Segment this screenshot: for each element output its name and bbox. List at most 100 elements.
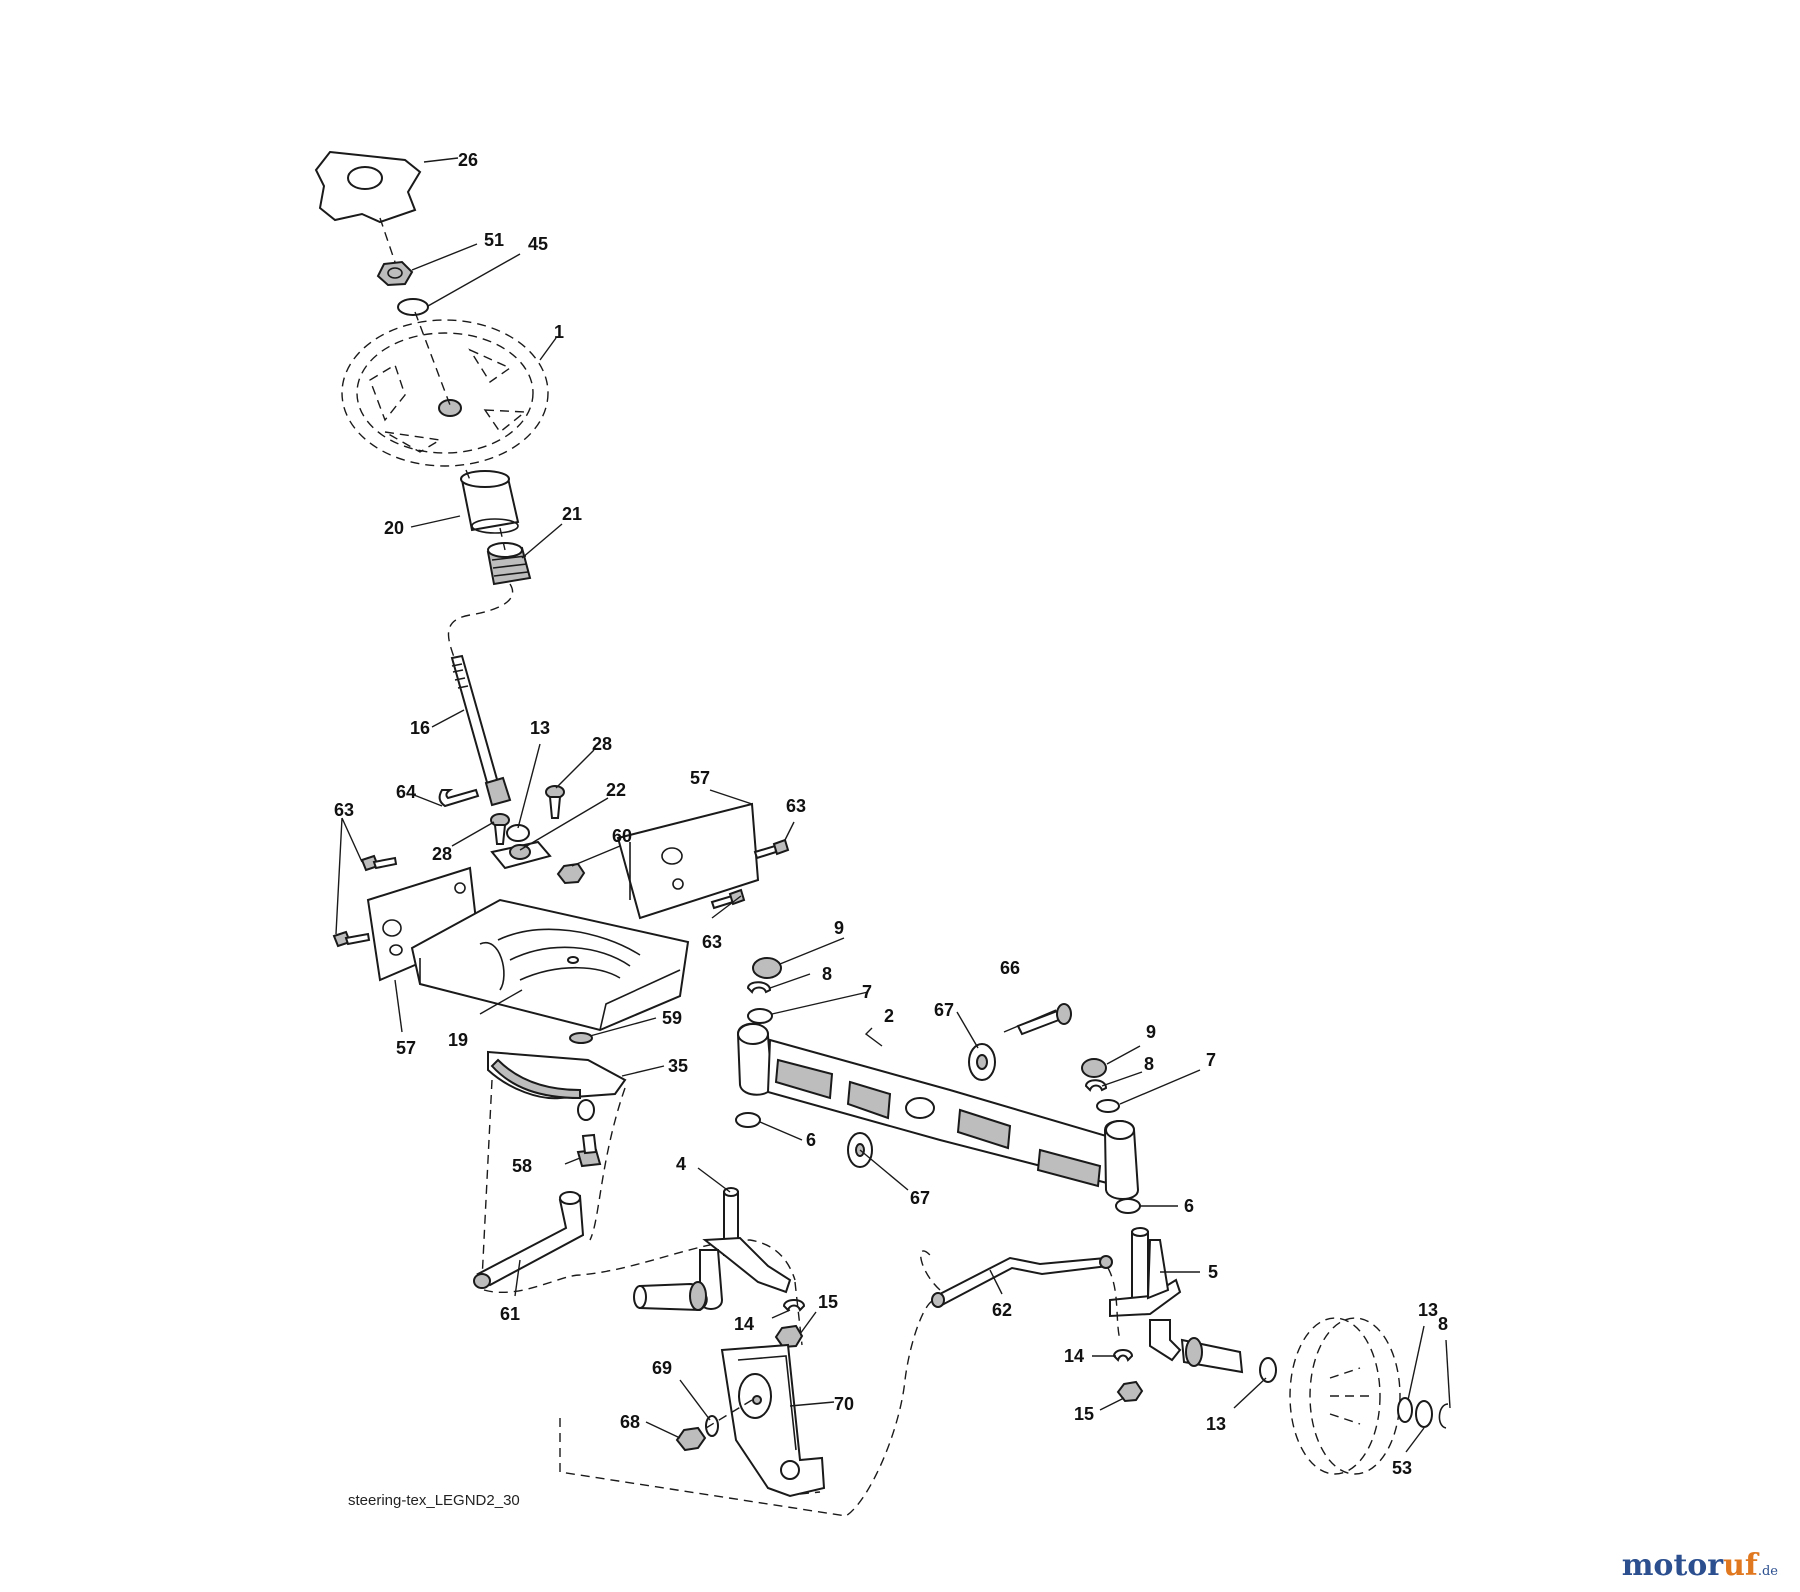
callout-16: 16 bbox=[410, 718, 430, 738]
part-cap-9-left bbox=[752, 957, 782, 979]
part-bolt-58 bbox=[576, 1133, 602, 1168]
callout-15-right: 15 bbox=[1074, 1404, 1094, 1424]
logo-text-uf: uf bbox=[1723, 1548, 1758, 1583]
part-cotter-pin bbox=[438, 788, 480, 808]
part-washer bbox=[397, 298, 429, 316]
part-pivot-bolt bbox=[1016, 1003, 1072, 1036]
part-front-wheel bbox=[1289, 1317, 1401, 1475]
part-bolts-63-left bbox=[332, 854, 398, 948]
callout-14-left: 14 bbox=[734, 1314, 754, 1334]
callout-60: 60 bbox=[612, 826, 632, 846]
part-spindle-left bbox=[633, 1187, 792, 1312]
part-washer-7-right bbox=[1096, 1099, 1120, 1113]
callout-6-left: 6 bbox=[806, 1130, 816, 1150]
callout-13-upper: 13 bbox=[530, 718, 550, 738]
part-cap-9-right bbox=[1081, 1058, 1107, 1078]
part-steering-shaft bbox=[450, 654, 512, 807]
part-bolts-63-right bbox=[710, 838, 790, 910]
callout-13-axle: 13 bbox=[1206, 1414, 1226, 1434]
part-boot bbox=[460, 470, 520, 534]
diagram-caption: steering-tex_LEGND2_30 bbox=[348, 1492, 520, 1509]
part-spacer-67-upper bbox=[968, 1043, 996, 1081]
part-washer-13-hub bbox=[1397, 1397, 1413, 1423]
callout-5: 5 bbox=[1208, 1262, 1218, 1282]
logo-text-motor: motor bbox=[1621, 1548, 1724, 1583]
part-steering-wheel bbox=[341, 319, 549, 467]
callout-68: 68 bbox=[620, 1412, 640, 1432]
callout-67-lower: 67 bbox=[910, 1188, 930, 1208]
callout-14-right: 14 bbox=[1064, 1346, 1084, 1366]
callout-53: 53 bbox=[1392, 1458, 1412, 1478]
callout-35: 35 bbox=[668, 1056, 688, 1076]
callout-7-right: 7 bbox=[1206, 1050, 1216, 1070]
part-steering-plate bbox=[410, 898, 690, 1032]
callout-67-upper: 67 bbox=[934, 1000, 954, 1020]
callout-15-left: 15 bbox=[818, 1292, 838, 1312]
part-tie-rod bbox=[931, 1255, 1113, 1308]
callout-45: 45 bbox=[528, 234, 548, 254]
callout-6-right: 6 bbox=[1184, 1196, 1194, 1216]
part-lockwasher-14-left bbox=[782, 1299, 806, 1312]
callout-19: 19 bbox=[448, 1030, 468, 1050]
site-logo[interactable]: motoruf.de bbox=[1622, 1548, 1778, 1583]
callout-57-right: 57 bbox=[690, 768, 710, 788]
callout-63-top-right: 63 bbox=[786, 796, 806, 816]
part-nut-15-left bbox=[774, 1324, 804, 1349]
part-nut bbox=[376, 260, 414, 287]
part-clip-8-right bbox=[1084, 1079, 1108, 1092]
callout-63-mid-right: 63 bbox=[702, 932, 722, 952]
part-steering-bracket bbox=[720, 1343, 826, 1498]
callout-21: 21 bbox=[562, 504, 582, 524]
callout-1: 1 bbox=[554, 322, 564, 342]
part-flange-bearing bbox=[490, 840, 552, 870]
part-nut-68 bbox=[675, 1426, 707, 1452]
callout-61: 61 bbox=[500, 1304, 520, 1324]
part-clip-8-left bbox=[746, 981, 772, 994]
callout-8-left: 8 bbox=[822, 964, 832, 984]
callout-64: 64 bbox=[396, 782, 416, 802]
callout-4: 4 bbox=[676, 1154, 686, 1174]
callout-9-right: 9 bbox=[1146, 1022, 1156, 1042]
callout-66: 66 bbox=[1000, 958, 1020, 978]
callout-51: 51 bbox=[484, 230, 504, 250]
callout-59: 59 bbox=[662, 1008, 682, 1028]
callout-62: 62 bbox=[992, 1300, 1012, 1320]
callout-69: 69 bbox=[652, 1358, 672, 1378]
part-retainer-8 bbox=[1438, 1403, 1449, 1429]
logo-text-de: .de bbox=[1757, 1564, 1778, 1579]
part-bolt-lower bbox=[490, 813, 510, 845]
part-side-plate-right bbox=[616, 802, 760, 920]
callout-9-left: 9 bbox=[834, 918, 844, 938]
part-spindle-right bbox=[1109, 1227, 1244, 1374]
part-drag-link bbox=[473, 1191, 585, 1289]
part-washer-7-left bbox=[747, 1008, 773, 1024]
part-washer-53 bbox=[1415, 1400, 1433, 1428]
part-nut-60 bbox=[556, 862, 586, 885]
part-washer-59 bbox=[569, 1032, 593, 1044]
callout-7-left: 7 bbox=[862, 982, 872, 1002]
part-sector-gear bbox=[487, 1050, 627, 1121]
callout-58: 58 bbox=[512, 1156, 532, 1176]
callout-2: 2 bbox=[884, 1006, 894, 1026]
callout-8-hub: 8 bbox=[1438, 1314, 1448, 1334]
part-bolt-upper bbox=[545, 785, 565, 819]
part-nut-15-right bbox=[1116, 1380, 1144, 1403]
part-washer-13 bbox=[506, 824, 530, 842]
callout-63-left: 63 bbox=[334, 800, 354, 820]
callout-26: 26 bbox=[458, 150, 478, 170]
part-front-axle bbox=[736, 1022, 1140, 1200]
callout-20: 20 bbox=[384, 518, 404, 538]
part-washer-6-right bbox=[1115, 1198, 1141, 1214]
callout-8-right: 8 bbox=[1144, 1054, 1154, 1074]
part-lockwasher-14-right bbox=[1112, 1349, 1134, 1362]
callout-70: 70 bbox=[834, 1394, 854, 1414]
callout-57-left: 57 bbox=[396, 1038, 416, 1058]
part-washer-69 bbox=[705, 1415, 719, 1437]
callout-28-upper: 28 bbox=[592, 734, 612, 754]
part-washer-6-left bbox=[735, 1112, 761, 1128]
callout-22: 22 bbox=[606, 780, 626, 800]
callout-28-lower: 28 bbox=[432, 844, 452, 864]
part-bushing bbox=[486, 542, 532, 586]
